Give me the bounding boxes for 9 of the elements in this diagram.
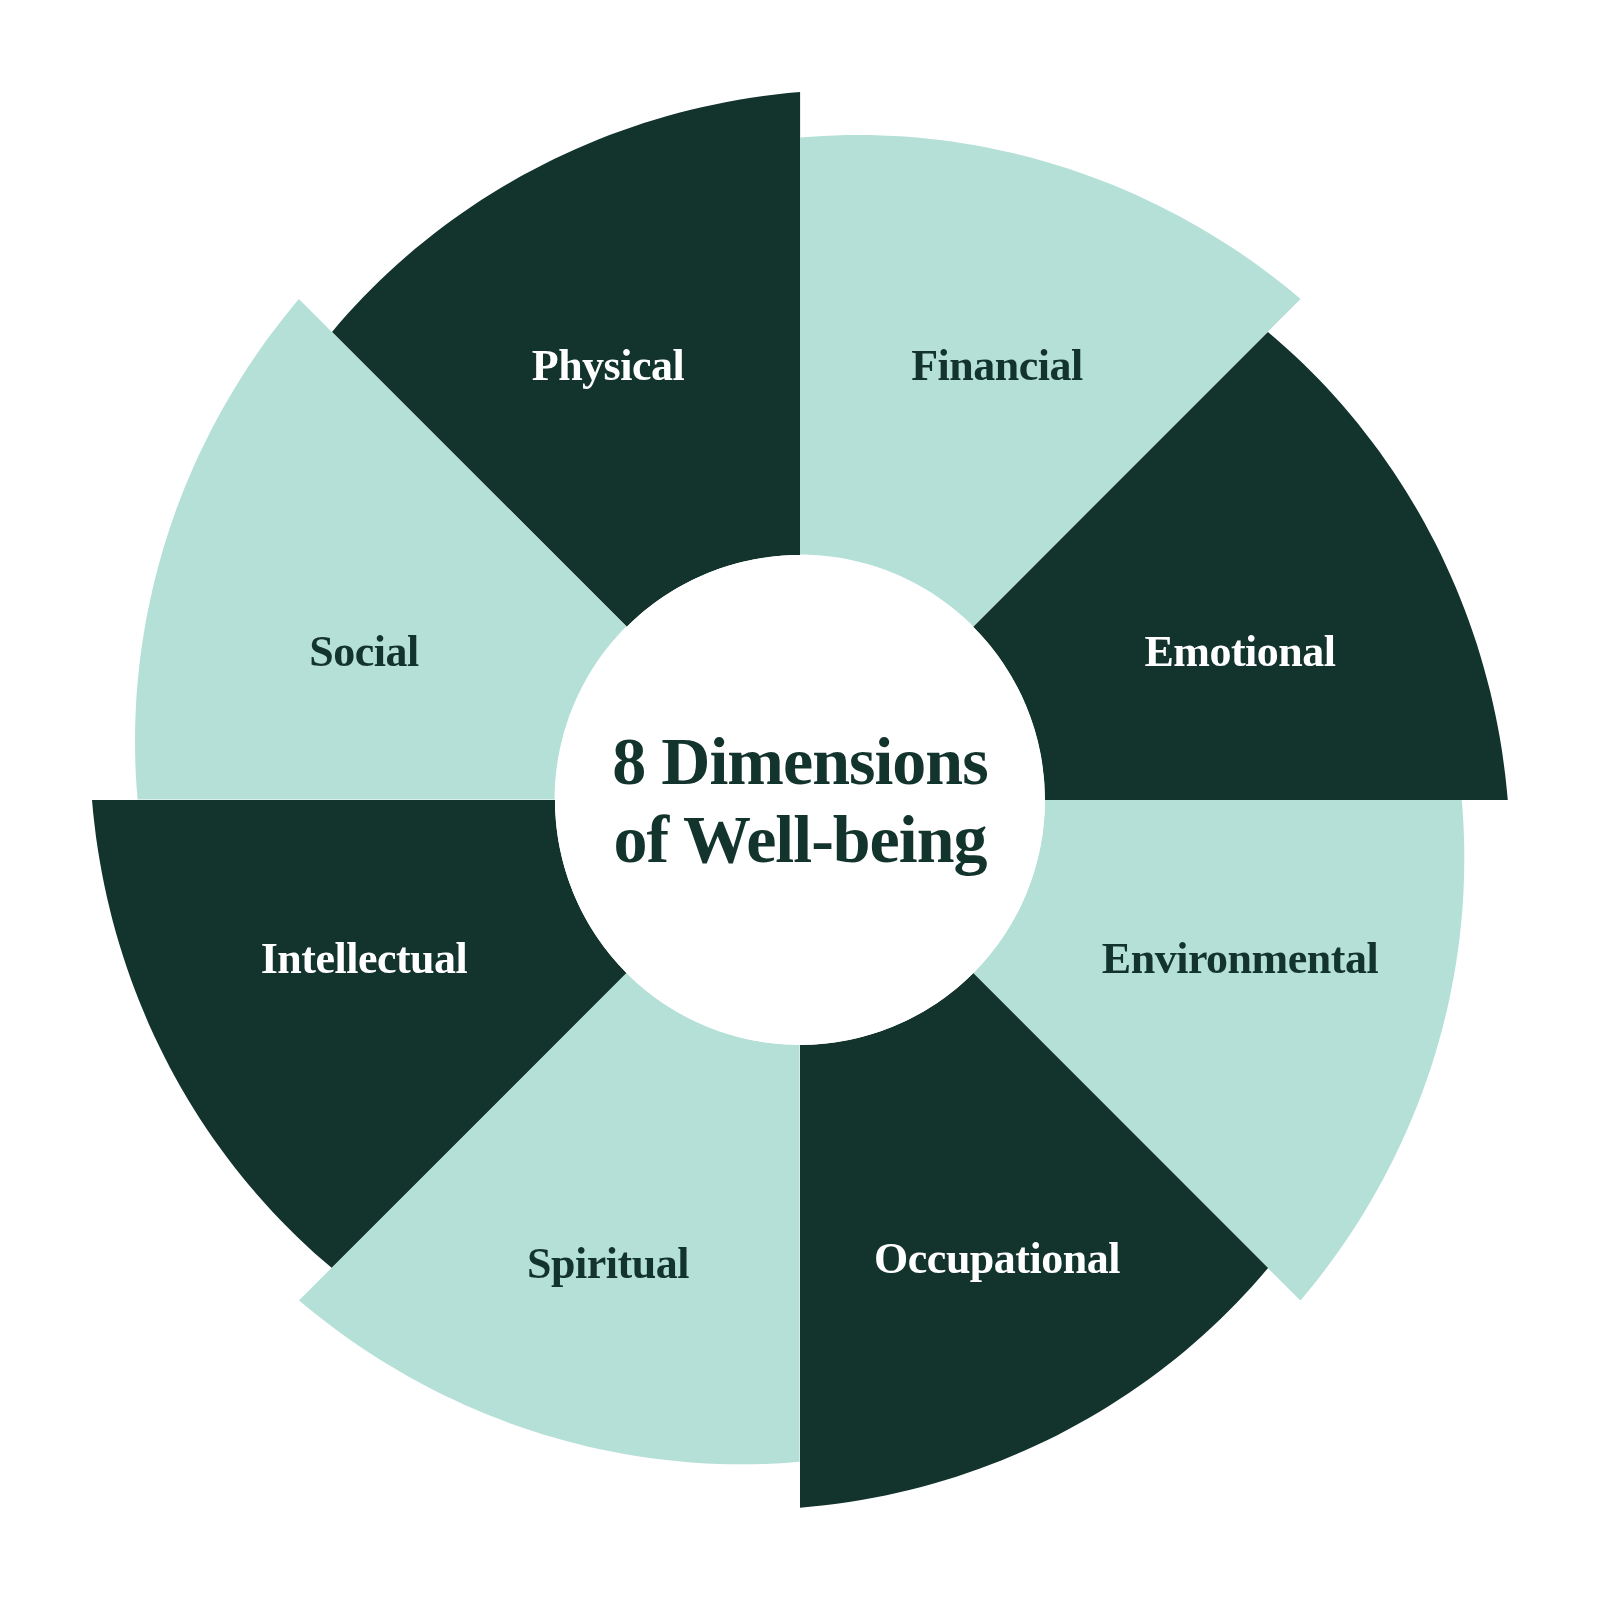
segment-label: Financial	[911, 339, 1083, 391]
segment-label: Emotional	[1144, 625, 1336, 677]
segment-label: Physical	[531, 339, 685, 391]
segment-label: Social	[309, 625, 419, 677]
segment-label: Intellectual	[260, 932, 468, 984]
segment-label: Spiritual	[527, 1237, 689, 1289]
segment-label: Environmental	[1101, 932, 1379, 984]
segment-label: Occupational	[874, 1232, 1120, 1284]
center-title: 8 Dimensions of Well-being	[611, 721, 989, 879]
